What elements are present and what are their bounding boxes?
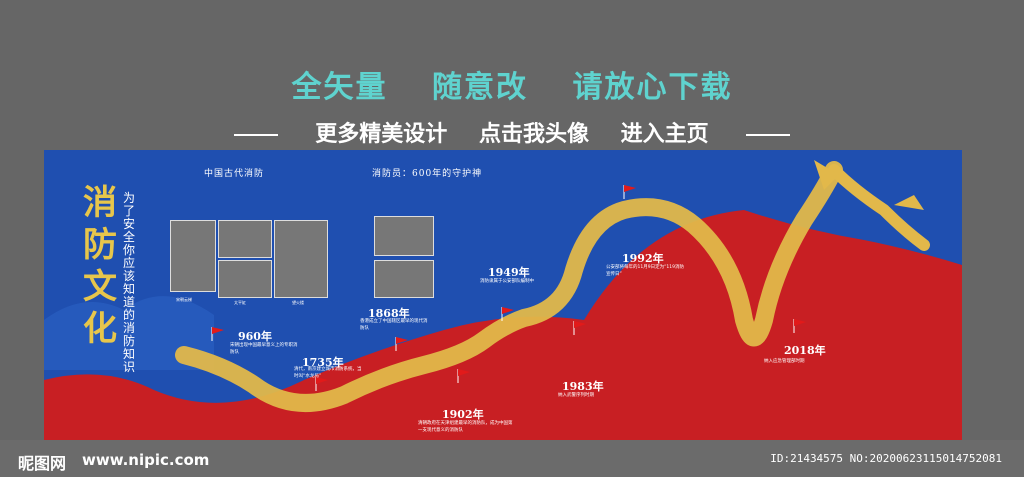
promo-text-1: 全矢量 <box>291 70 388 105</box>
desc-1983: 纳入武警序列时期 <box>558 393 594 398</box>
board-subtitle: 为了安全你应该知道的消防知识 <box>122 191 135 374</box>
year-2018: 2018年 <box>784 344 826 357</box>
promo-headline: 全矢量 随意改 请放心下载 <box>0 62 1024 106</box>
flag-icon <box>573 321 586 335</box>
watermark-footer: 昵图网 www.nipic.com ID:21434575 NO:2020062… <box>0 440 1024 477</box>
site-logo[interactable]: 昵图网 <box>18 454 67 473</box>
promo-text-3: 请放心下载 <box>572 70 733 105</box>
year-1868: 1868年 <box>368 307 410 320</box>
site-url[interactable]: www.nipic.com <box>82 451 210 469</box>
desc-2018: 纳入应急管理部时期 <box>764 359 805 364</box>
desc-1868: 香港成立了中国辖区最早的现代消防队 <box>360 319 428 331</box>
year-1949: 1949年 <box>488 266 530 279</box>
promo-text-2: 随意改 <box>432 70 528 105</box>
old-fire-photo <box>374 216 434 256</box>
flag-icon <box>315 377 328 391</box>
year-1983: 1983年 <box>562 380 604 393</box>
ladder-photo <box>170 220 216 292</box>
caption-tower: 望火楼 <box>292 300 304 305</box>
year-960: 960年 <box>238 330 272 343</box>
title-char-1: 消 <box>83 183 117 223</box>
caption-ladder: 宋朝云梯 <box>176 297 192 302</box>
year-1992: 1992年 <box>622 252 664 265</box>
flag-icon <box>211 327 224 341</box>
image-id: ID:21434575 NO:20200623115014752081 <box>770 452 1002 465</box>
year-1735: 1735年 <box>302 356 344 369</box>
flag-icon <box>623 185 636 199</box>
desc-1949: 消防隶属于公安部队编制中 <box>480 279 534 284</box>
vat-photo <box>218 260 272 298</box>
tower-photo <box>274 220 328 298</box>
year-1902: 1902年 <box>442 408 484 421</box>
desc-960: 宋朝出现中国最早意义上的专职消防队 <box>230 343 298 355</box>
flag-icon <box>501 307 514 321</box>
left-dash <box>233 134 278 136</box>
section-ancient-title: 中国古代消防 <box>204 169 265 179</box>
engine-photo <box>218 220 272 258</box>
board-title: 消 防 文 化 <box>80 182 120 350</box>
fire-truck-photo <box>374 260 434 298</box>
flag-icon <box>793 319 806 333</box>
promo-sub-2: 点击我头像 <box>478 122 589 147</box>
promo-sub-3: 进入主页 <box>620 122 709 147</box>
flag-icon <box>395 337 408 351</box>
right-dash <box>746 134 791 136</box>
desc-1735: 清代，南京建立城市消防系统，当时叫“水龙局” <box>294 367 362 379</box>
flag-icon <box>457 369 470 383</box>
desc-1902: 清朝政府在天津组建最早的消防队，成为中国第一支现代意义的消防队 <box>418 421 513 433</box>
board-background <box>44 150 962 440</box>
section-firefighter-title: 消防员：600年的守护神 <box>372 169 483 179</box>
caption-vat: 太平缸 <box>234 300 246 305</box>
fire-culture-board: 消 防 文 化 为了安全你应该知道的消防知识 中国古代消防 宋朝云梯 太平缸 望… <box>44 150 962 440</box>
title-char-2: 防 <box>83 225 117 265</box>
desc-1992: 公安部将每年的11月9日定为“119消防宣传日” <box>606 265 685 277</box>
title-char-4: 化 <box>83 309 117 349</box>
title-char-3: 文 <box>83 267 117 307</box>
promo-sub-1: 更多精美设计 <box>315 122 448 147</box>
promo-subline: 更多精美设计 点击我头像 进入主页 <box>0 116 1024 148</box>
